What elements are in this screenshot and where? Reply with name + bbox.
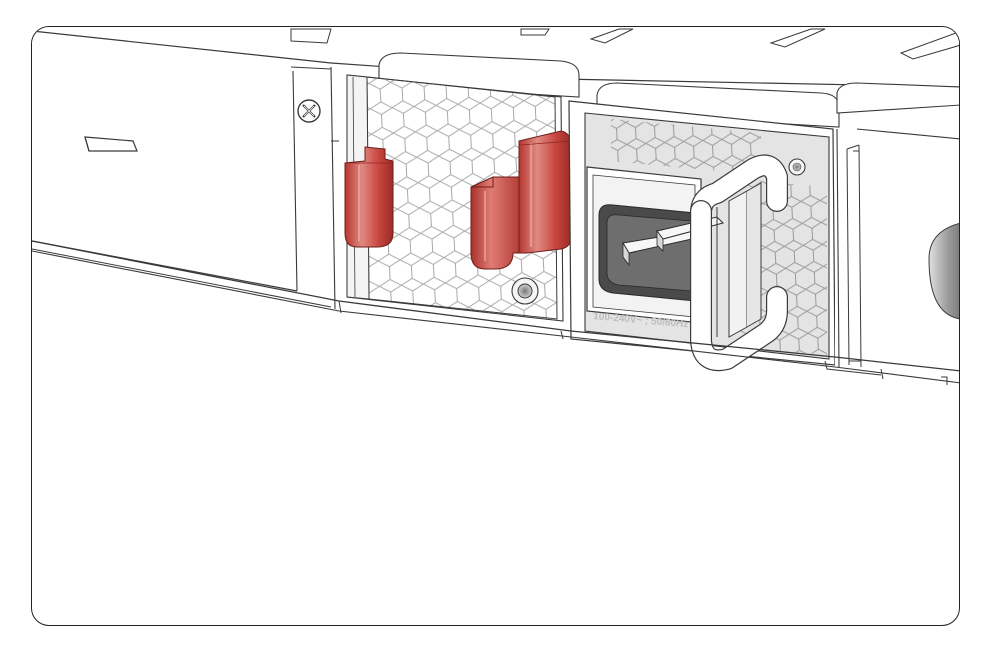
- captive-screw-icon: [297, 99, 321, 123]
- blank-filler-panel: [32, 49, 339, 313]
- latch-left[interactable]: [344, 146, 394, 248]
- ac-power-inlet-icon: [598, 204, 724, 302]
- adjacent-module: [835, 128, 959, 389]
- psu-handle-icon[interactable]: [690, 154, 788, 372]
- psu-screw-icon: [788, 158, 806, 176]
- device-illustration: 100-240V~ ; 50/60Hz: [32, 28, 959, 389]
- fan-thumbscrew-icon: [511, 277, 539, 305]
- figure-frame: 100-240V~ ; 50/60Hz: [31, 26, 960, 626]
- chassis-bottom-edge: [32, 240, 959, 384]
